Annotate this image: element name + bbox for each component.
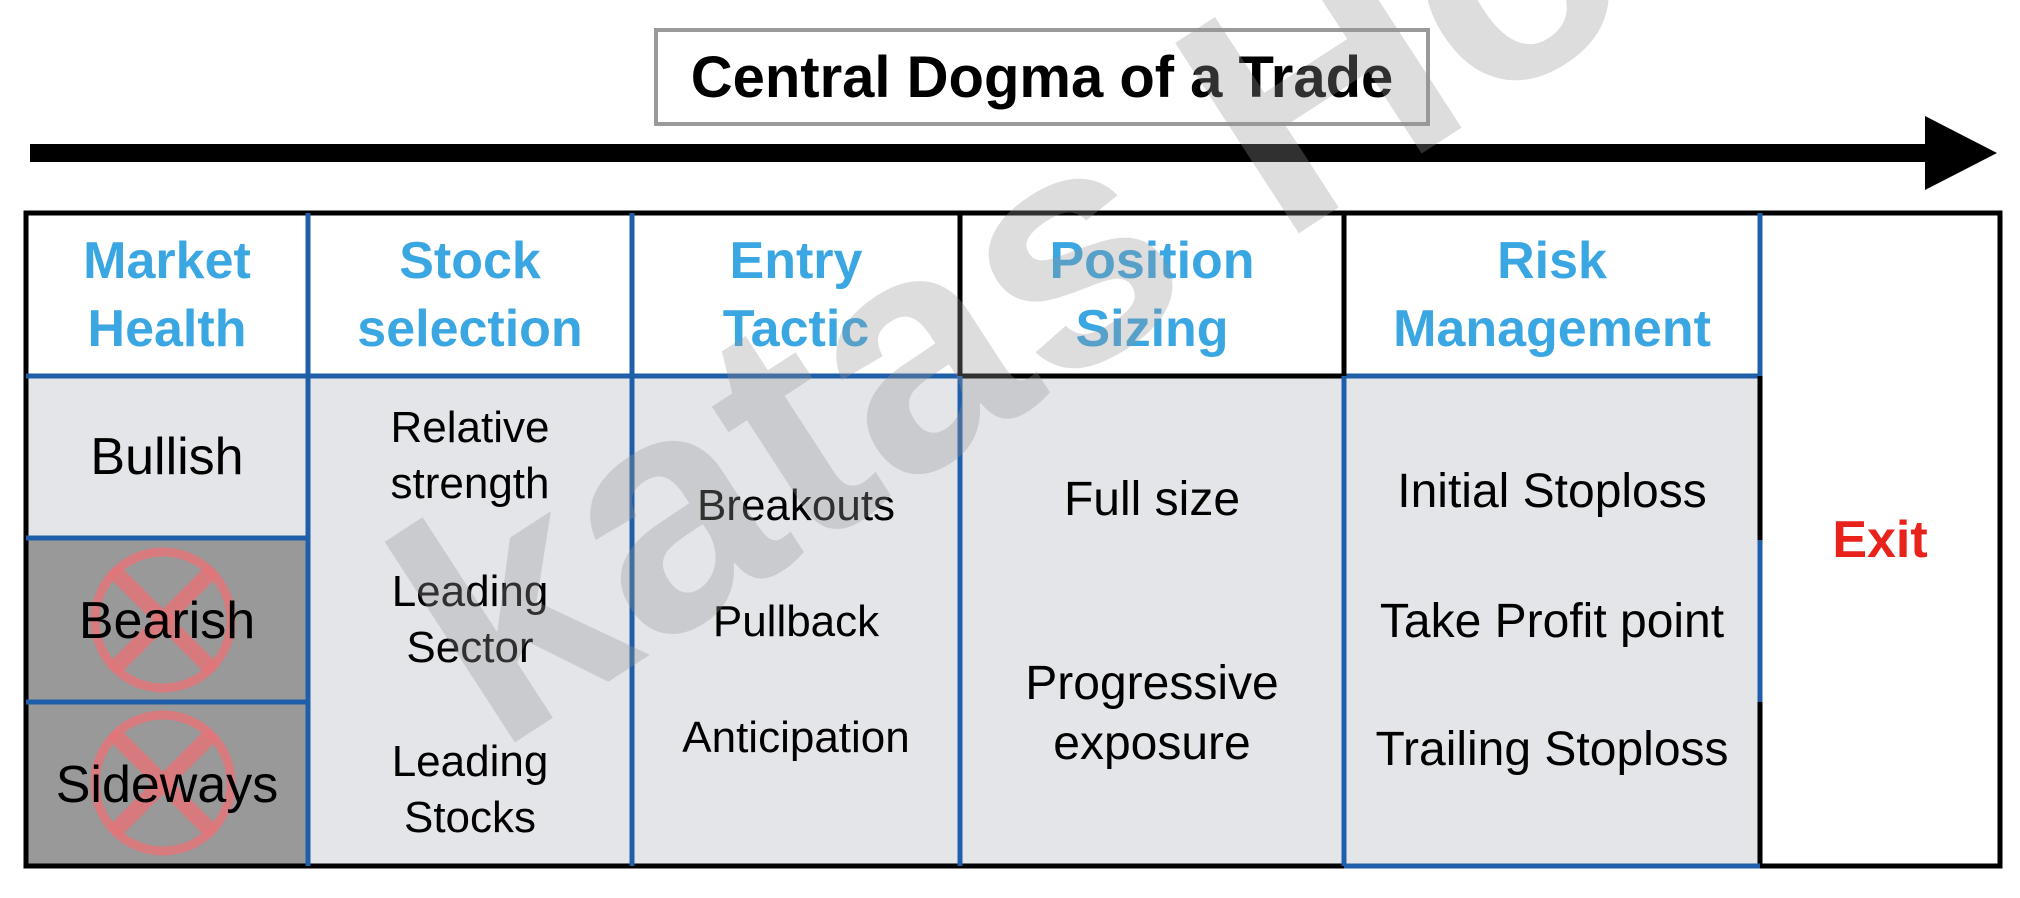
entry-tactic-item: Pullback bbox=[712, 597, 880, 646]
stock-selection-item: Relative strength bbox=[390, 403, 550, 508]
risk-management-item: Trailing Stoploss bbox=[1375, 723, 1729, 776]
position-sizing-body bbox=[960, 376, 1344, 866]
entry-tactic-item: Breakouts bbox=[696, 481, 896, 530]
risk-management-item: Initial Stoploss bbox=[1397, 465, 1707, 518]
header-risk-management: Risk Management bbox=[1393, 232, 1711, 358]
cross-icon bbox=[90, 547, 236, 693]
position-sizing-item: Progressive exposure bbox=[1025, 657, 1279, 770]
entry-tactic-item: Anticipation bbox=[682, 713, 910, 762]
exit-label: Exit bbox=[1832, 511, 1928, 569]
header-position-sizing: Position Sizing bbox=[1049, 232, 1255, 358]
risk-management-item: Take Profit point bbox=[1379, 595, 1725, 648]
market-sideways-label: Sideways bbox=[55, 756, 279, 814]
diagram-title: Central Dogma of a Trade bbox=[654, 28, 1430, 126]
stock-selection-item: Leading Sector bbox=[391, 567, 549, 672]
market-bullish-label: Bullish bbox=[90, 428, 244, 486]
stock-selection-item: Leading Stocks bbox=[391, 737, 549, 842]
header-stock-selection: Stock selection bbox=[357, 232, 583, 358]
cross-icon bbox=[90, 710, 236, 856]
timeline-arrow bbox=[30, 116, 1997, 190]
position-sizing-item: Full size bbox=[1063, 473, 1241, 526]
market-bearish-label: Bearish bbox=[78, 592, 256, 650]
header-entry-tactic: Entry Tactic bbox=[722, 232, 870, 358]
header-market-health: Market Health bbox=[83, 232, 251, 358]
